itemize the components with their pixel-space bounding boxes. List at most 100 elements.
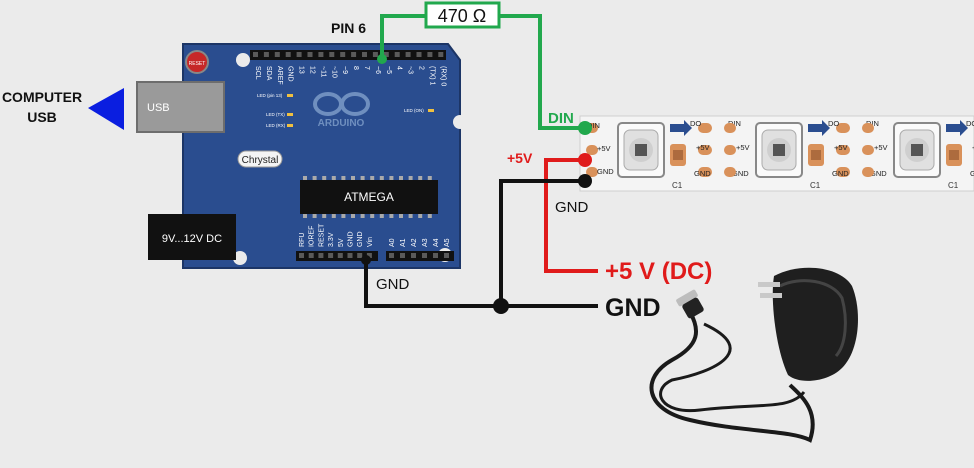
- din-junction: [578, 121, 592, 135]
- segment-label: DO: [828, 119, 839, 128]
- segment-label: GND: [970, 169, 974, 178]
- header-pin: [389, 253, 394, 258]
- header-pin: [318, 52, 324, 57]
- segment-label: GND: [732, 169, 749, 178]
- top-pin-label: (TX) 1: [428, 66, 435, 86]
- header-pin: [308, 253, 314, 258]
- header-pin: [433, 253, 438, 258]
- direction-arrow-icon: [808, 120, 830, 136]
- dc-jack: [148, 214, 236, 260]
- header-pin: [438, 52, 444, 57]
- header-pin: [253, 52, 258, 57]
- header-pin: [366, 253, 372, 258]
- power-wire: [544, 158, 598, 273]
- bottom-pin-label: A1: [400, 238, 407, 247]
- usb-arrow-icon: [88, 88, 124, 130]
- header-pin: [383, 52, 389, 57]
- gnd-junction: [578, 174, 592, 188]
- reset-label: RESET: [189, 61, 206, 67]
- direction-arrow-icon: [946, 120, 968, 136]
- header-pin: [351, 52, 357, 57]
- led-icon: [428, 109, 434, 112]
- pin6-junction: [377, 54, 387, 64]
- segment-label: +5V: [736, 143, 750, 152]
- top-pin-label: 13: [298, 66, 305, 74]
- header-pin: [328, 253, 334, 258]
- segment-label: DIN: [728, 119, 741, 128]
- dc-jack-label: 9V...12V DC: [162, 233, 222, 245]
- solder-pad: [724, 145, 736, 155]
- top-pin-label: AREF: [276, 66, 283, 85]
- plus5v-junction: [578, 153, 592, 167]
- top-pin-label: ~9: [341, 66, 348, 74]
- top-pin-label: 2: [418, 66, 425, 70]
- ground-node: [493, 298, 509, 314]
- top-pin-label: SDA: [265, 66, 272, 81]
- led-label: LED (TX): [266, 112, 285, 117]
- din-label: DIN: [548, 110, 574, 127]
- solder-pad: [586, 167, 598, 177]
- solder-pad: [836, 167, 850, 177]
- solder-pad: [836, 123, 850, 133]
- ground-wire-strip: [499, 179, 598, 308]
- header-pin: [394, 52, 400, 57]
- header-pin: [337, 253, 343, 258]
- reset-button[interactable]: [185, 50, 209, 74]
- top-pin-label: ~5: [385, 66, 392, 74]
- bottom-pin-label: 5V: [338, 238, 345, 247]
- segment-label: GND: [870, 169, 887, 178]
- top-pin-label: GND: [287, 66, 294, 82]
- header-pin: [422, 253, 427, 258]
- bottom-pin-label: A4: [433, 238, 440, 247]
- bottom-pin-label: A3: [422, 238, 429, 247]
- solder-pad: [862, 167, 874, 177]
- led-label: LED (RX): [266, 123, 286, 128]
- segment-label: +5V: [696, 143, 710, 152]
- bottom-pin-label: Vin: [367, 237, 374, 247]
- header-pin: [299, 253, 304, 258]
- segment-label: GND: [832, 169, 849, 178]
- arduino-logo-icon: ARDUINO: [313, 92, 370, 129]
- led-label: LED (pin 13): [257, 93, 283, 98]
- top-pin-label: ~6: [374, 66, 381, 74]
- usb-port-label: USB: [147, 102, 170, 114]
- segment-label: GND: [694, 169, 711, 178]
- gnd-arduino-label: GND: [376, 276, 410, 293]
- top-pin-label: ~3: [407, 66, 414, 74]
- led-icon: [287, 113, 293, 116]
- signal-wire: [380, 14, 584, 130]
- solder-pad: [724, 123, 736, 133]
- direction-arrow-icon: [670, 120, 692, 136]
- strip-pad-label: DIN: [587, 121, 600, 130]
- usb-label: USB: [27, 109, 57, 125]
- solder-pad: [836, 145, 850, 155]
- atmega-chip: [300, 180, 438, 214]
- chip-label: ATMEGA: [344, 190, 394, 204]
- strip-pad-label: +5V: [597, 144, 611, 153]
- header-pin: [405, 52, 411, 57]
- bottom-pin-label: IOREF: [309, 226, 316, 247]
- header-pin: [357, 253, 363, 258]
- led-icon: [287, 94, 293, 97]
- segment-label: +5V: [834, 143, 848, 152]
- header-pin: [296, 52, 302, 57]
- header-pin: [362, 52, 367, 57]
- header-pin: [372, 52, 378, 57]
- solder-pad: [862, 145, 874, 155]
- pin6-label: PIN 6: [331, 20, 366, 36]
- computer-label: COMPUTER: [2, 89, 82, 105]
- supply-gnd-label: GND: [605, 294, 661, 322]
- ground-wire-arduino: [364, 260, 501, 308]
- solder-pad: [698, 167, 712, 177]
- header-pin: [307, 52, 313, 57]
- supply-plus-label: +5 V (DC): [605, 258, 712, 285]
- led-label: LED (ON): [404, 108, 424, 113]
- header-pin: [318, 253, 324, 258]
- resistor-label: 470 Ω: [438, 6, 487, 26]
- power-adapter-icon: [649, 267, 858, 443]
- header-pin: [285, 52, 291, 57]
- top-pin-label: 8: [352, 66, 359, 70]
